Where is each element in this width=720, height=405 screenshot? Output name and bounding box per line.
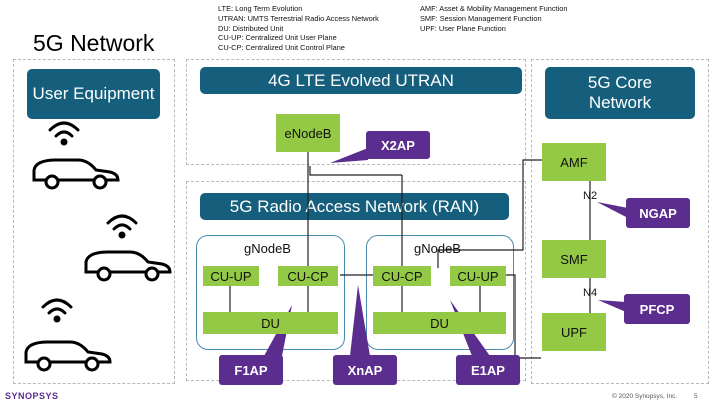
legend-item: CU-UP: Centralized Unit User Plane (218, 33, 337, 43)
legend-item: CU-CP: Centralized Unit Control Plane (218, 43, 345, 53)
n2-label: N2 (583, 190, 598, 202)
core-header: 5G Core Network (545, 67, 695, 119)
du-left-node: DU (203, 312, 338, 334)
ngap-callout: NGAP (626, 198, 690, 228)
ran-header: 5G Radio Access Network (RAN) (200, 193, 509, 220)
legend-item: UPF: User Plane Function (420, 23, 506, 33)
lte-header: 4G LTE Evolved UTRAN (200, 67, 522, 94)
enodeb-link (309, 166, 402, 176)
wireless-signal-icon (41, 298, 73, 323)
ngap-pointer (597, 202, 628, 218)
page-title: 5G Network (33, 30, 155, 56)
amf-node: AMF (542, 143, 606, 181)
du-right-node: DU (373, 312, 506, 334)
legend-item: AMF: Asset & Mobility Management Functio… (420, 4, 568, 13)
xnap-callout: XnAP (333, 355, 397, 385)
legend-item: LTE: Long Term Evolution (218, 4, 303, 13)
gnodeb-right-cluster (366, 235, 514, 350)
car-icon (84, 250, 172, 282)
smf-node: SMF (542, 240, 606, 278)
e1ap-callout: E1AP (456, 355, 520, 385)
gnodeb-right-label: gNodeB (414, 241, 461, 256)
wireless-signal-icon (48, 121, 80, 146)
upf-node: UPF (542, 313, 606, 351)
user-equipment-panel (13, 59, 175, 384)
x2ap-callout: X2AP (366, 131, 430, 159)
xnap-pointer (350, 285, 370, 356)
page-number: 5 (694, 393, 698, 400)
cucp-to-amf-line (437, 159, 542, 268)
user-equipment-header: User Equipment (27, 69, 160, 119)
lte-panel (186, 59, 526, 165)
legend-right: AMF: Asset & Mobility Management Functio… (420, 4, 567, 33)
car-icon (32, 158, 120, 190)
car-icon (24, 340, 112, 372)
x2ap-pointer (330, 148, 368, 163)
n4-label: N4 (583, 287, 598, 299)
wireless-signal-icon (106, 214, 138, 239)
cu-cp-right-node: CU-CP (373, 266, 431, 286)
pfcp-callout: PFCP (624, 294, 690, 324)
cu-up-left-node: CU-UP (203, 266, 259, 286)
legend-item: SMF: Session Management Function (420, 13, 542, 23)
legend-left: LTE: Long Term Evolution UTRAN: UMTS Ter… (218, 4, 379, 53)
cuup-to-upf-line (503, 274, 541, 359)
f1ap-callout: F1AP (219, 355, 283, 385)
cu-up-right-node: CU-UP (450, 266, 506, 286)
gnodeb-left-label: gNodeB (244, 241, 291, 256)
copyright-text: © 2020 Synopsys, Inc. (612, 393, 678, 400)
pfcp-pointer (598, 300, 626, 312)
enodeb-node: eNodeB (276, 114, 340, 152)
synopsys-logo: SYNOPSYS (5, 391, 59, 401)
legend-item: DU: Distributed Unit (218, 23, 284, 33)
cu-cp-left-node: CU-CP (278, 266, 338, 286)
core-panel (531, 59, 709, 384)
legend-item: UTRAN: UMTS Terrestrial Radio Access Net… (218, 13, 379, 23)
